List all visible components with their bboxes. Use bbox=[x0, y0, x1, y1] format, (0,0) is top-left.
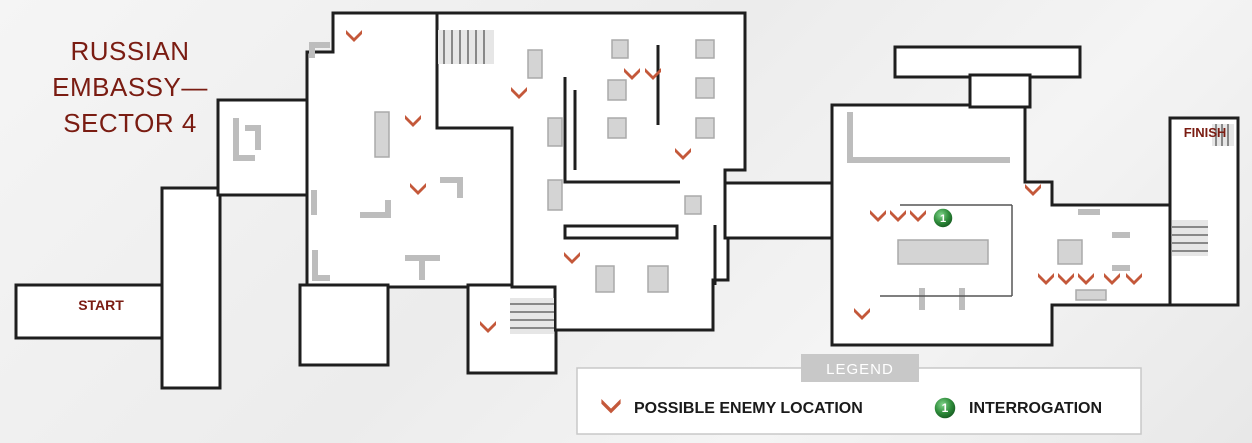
stairs-finish bbox=[1212, 124, 1234, 146]
finish-label: FINISH bbox=[1184, 125, 1227, 140]
west-connector bbox=[216, 98, 312, 197]
west-corridor bbox=[160, 186, 222, 390]
start-hallway bbox=[14, 283, 178, 340]
interior-details bbox=[233, 30, 1234, 334]
map-title-line-2: EMBASSY— bbox=[52, 72, 208, 102]
map-title-line-3: SECTOR 4 bbox=[63, 108, 197, 138]
east-hall-connector bbox=[723, 181, 837, 240]
interrogation-marker-number: 1 bbox=[940, 213, 946, 225]
stairs-south bbox=[510, 298, 554, 334]
legend-item-interrogation: 1 INTERROGATION bbox=[933, 396, 1102, 420]
legend-interrogation-label: INTERROGATION bbox=[969, 400, 1102, 417]
north-t-stem bbox=[968, 73, 1032, 109]
map-title: RUSSIAN EMBASSY— SECTOR 4 bbox=[52, 36, 208, 138]
legend-header-bg bbox=[801, 354, 919, 382]
map-title-line-1: RUSSIAN bbox=[70, 36, 189, 66]
stairs-north bbox=[438, 30, 494, 64]
stairs-east bbox=[1172, 220, 1208, 256]
legend-interrogation-number: 1 bbox=[942, 401, 949, 415]
legend: LEGEND POSSIBLE ENEMY LOCATION 1 INTERRO… bbox=[576, 354, 1142, 435]
legend-header: LEGEND bbox=[826, 361, 894, 378]
enemy-chevron-icon bbox=[601, 399, 621, 414]
finish-room bbox=[1168, 116, 1240, 307]
interrogation-marker: 1 bbox=[932, 207, 954, 229]
start-label: START bbox=[78, 297, 124, 313]
floor-plan bbox=[14, 11, 1240, 390]
south-annex-left bbox=[298, 283, 390, 367]
east-block bbox=[830, 103, 1174, 347]
north-t-bar bbox=[893, 45, 1082, 79]
legend-enemy-label: POSSIBLE ENEMY LOCATION bbox=[634, 400, 863, 417]
interrogation-icon: 1 bbox=[933, 396, 957, 420]
legend-item-enemy: POSSIBLE ENEMY LOCATION bbox=[601, 399, 863, 417]
